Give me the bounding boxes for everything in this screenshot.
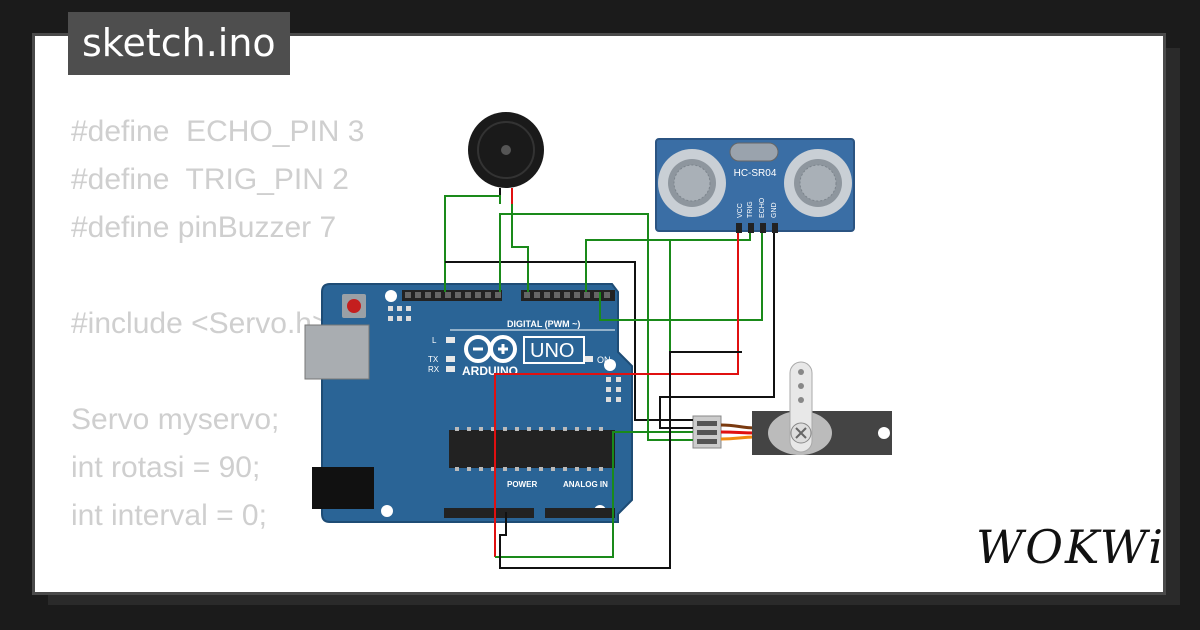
sensor-pin-echo: ECHO — [759, 197, 766, 218]
wire-servo-green — [586, 239, 671, 352]
sketch-title: sketch.ino — [68, 12, 290, 75]
card-shadow — [48, 595, 1180, 605]
digital-header-label: DIGITAL (PWM ~) — [507, 319, 580, 329]
tx-label: TX — [428, 355, 439, 364]
wire-gnd-bottom — [499, 351, 742, 569]
card-shadow-right — [1166, 48, 1180, 605]
l-label: L — [432, 336, 437, 345]
arduino-logo-icon — [464, 335, 517, 363]
arduino-uno-board: DIGITAL (PWM ~) L TX RX ON ARDUINO UNO — [304, 283, 633, 523]
wires — [444, 195, 775, 569]
code-line: Servo myservo; — [71, 403, 280, 436]
code-line: #define ECHO_PIN 3 — [71, 115, 365, 148]
wokwi-logo: WOKWi — [976, 520, 1165, 574]
servo-motor — [692, 361, 892, 455]
wire-buzzer-black — [444, 195, 501, 292]
arduino-brand: ARDUINO — [462, 364, 518, 378]
code-line: #define TRIG_PIN 2 — [71, 163, 349, 196]
wire-sensor-gnd — [659, 233, 775, 429]
buzzer — [468, 112, 544, 204]
sensor-name: HC-SR04 — [734, 168, 777, 179]
power-header-label: POWER — [507, 480, 537, 489]
ultrasonic-sensor: HC-SR04 VCC TRIG ECHO GND — [655, 138, 855, 233]
wire-buzzer-red — [511, 204, 529, 292]
code-preview: #define ECHO_PIN 3 #define TRIG_PIN 2 #def… — [71, 108, 398, 592]
sensor-pin-trig: TRIG — [747, 201, 754, 218]
on-label: ON — [597, 355, 611, 365]
wire-gnd-top — [445, 261, 693, 421]
analog-header-label: ANALOG IN — [563, 480, 608, 489]
sensor-pin-vcc: VCC — [737, 203, 744, 218]
code-line: #define pinBuzzer 7 — [71, 211, 337, 244]
code-line: int interval = 0; — [71, 499, 267, 532]
code-line: int rotasi = 90; — [71, 451, 261, 484]
wire-pin8 — [499, 213, 693, 441]
wire-servo-signal — [495, 431, 693, 558]
wire-vcc — [494, 233, 739, 557]
sensor-pin-gnd: GND — [771, 202, 778, 218]
wire-echo — [599, 233, 763, 321]
uno-model: UNO — [530, 340, 574, 362]
code-line: #include <Servo.h> — [71, 307, 330, 340]
rx-label: RX — [428, 365, 440, 374]
